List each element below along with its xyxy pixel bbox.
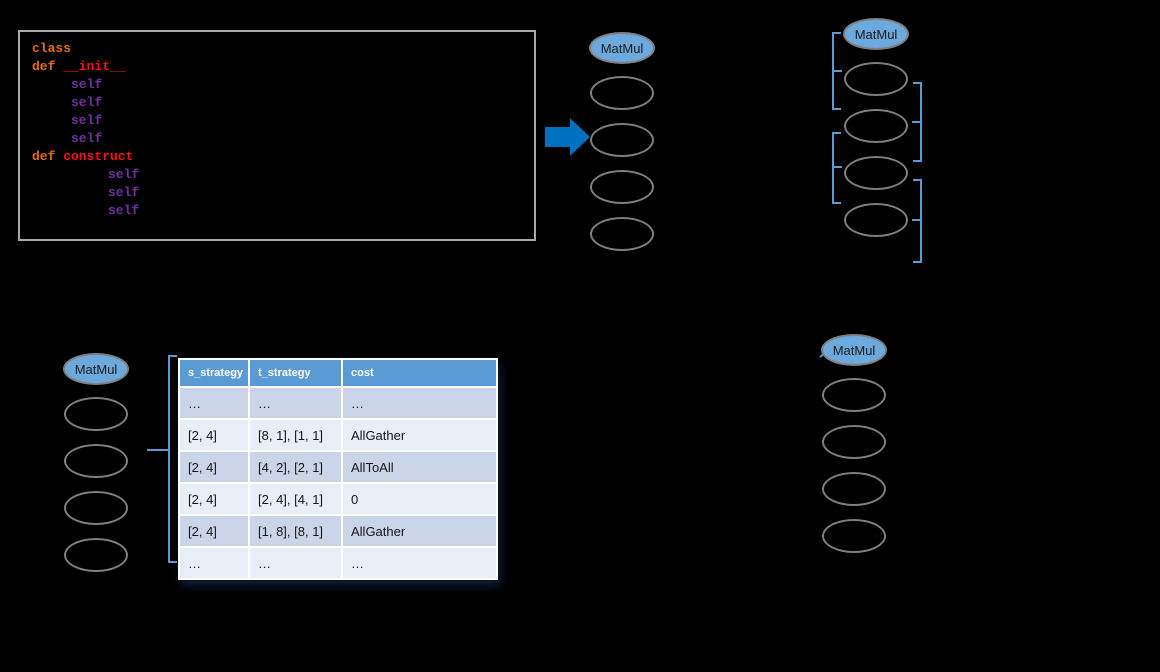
matmul-node: MatMul [63,353,129,385]
code-line: self [32,76,534,94]
table-cell: … [248,386,343,420]
matmul-label: MatMul [832,342,876,358]
self-token: self [71,131,103,146]
table-cell: [2, 4] [178,514,250,548]
op-ellipse [590,170,654,204]
code-line: self [32,202,534,220]
op-ellipse [844,203,908,237]
table-row: … … … [178,386,498,420]
bracket-left-icon [832,132,842,204]
self-token: self [108,203,140,218]
table-row: [2, 4] [4, 2], [2, 1] AllToAll [178,450,498,484]
table-row: [2, 4] [1, 8], [8, 1] AllGather [178,514,498,548]
table-cell: [2, 4], [4, 1] [248,482,343,516]
matmul-node: MatMul [843,18,909,50]
code-line: def construct [32,148,534,166]
code-line: self [32,184,534,202]
block-arrow-right-icon [545,118,590,156]
op-ellipse [822,378,886,412]
bracket-left-icon [832,32,842,110]
table-bracket-icon [147,355,177,563]
matmul-node: MatMul [589,32,655,64]
node-column-bottom-right: MatMul [821,334,887,554]
op-ellipse [844,62,908,96]
table-cell: [2, 4] [178,418,250,452]
code-line: self [32,166,534,184]
self-token: self [71,77,103,92]
table-cell: AllGather [341,418,498,452]
construct-method-name: construct [63,149,134,164]
self-token: self [71,95,103,110]
op-ellipse [64,397,128,431]
table-cell: 0 [341,482,498,516]
op-ellipse [590,76,654,110]
table-cell: … [178,386,250,420]
self-token: self [108,185,140,200]
bracket-right-icon [912,82,922,162]
op-ellipse [64,444,128,478]
op-ellipse [64,538,128,572]
code-line: self [32,94,534,112]
strategy-table: s_strategy t_strategy cost … … … [2, 4] … [178,358,498,580]
op-ellipse [822,425,886,459]
table-header-cell: t_strategy [248,358,343,388]
node-column-top-middle: MatMul [589,32,655,252]
class-keyword: class [32,41,72,56]
op-ellipse [844,156,908,190]
table-header-row: s_strategy t_strategy cost [178,358,498,388]
table-header-cell: cost [341,358,498,388]
bracket-right-icon [912,179,922,263]
self-token: self [108,167,140,182]
table-cell: [1, 8], [8, 1] [248,514,343,548]
code-line: self [32,112,534,130]
code-line: self [32,130,534,148]
op-ellipse [844,109,908,143]
def-keyword: def [32,59,56,74]
table-row: … … … [178,546,498,580]
table-cell: [4, 2], [2, 1] [248,450,343,484]
op-ellipse [822,472,886,506]
table-cell: AllToAll [341,450,498,484]
op-ellipse [590,217,654,251]
code-line: class [32,40,534,58]
table-cell: … [341,546,498,580]
code-line: def __init__ [32,58,534,76]
op-ellipse [64,491,128,525]
node-column-top-right: MatMul [843,18,909,238]
op-ellipse [590,123,654,157]
table-cell: … [248,546,343,580]
op-ellipse [822,519,886,553]
table-cell: AllGather [341,514,498,548]
matmul-node: MatMul [821,334,887,366]
code-panel: class def __init__ self self self self de… [18,30,536,241]
table-cell: [2, 4] [178,450,250,484]
self-token: self [71,113,103,128]
table-cell: [8, 1], [1, 1] [248,418,343,452]
table-cell: … [178,546,250,580]
table-row: [2, 4] [8, 1], [1, 1] AllGather [178,418,498,452]
table-header-cell: s_strategy [178,358,250,388]
matmul-label: MatMul [600,40,644,56]
matmul-label: MatMul [854,26,898,42]
node-column-bottom-left: MatMul [63,353,129,573]
table-row: [2, 4] [2, 4], [4, 1] 0 [178,482,498,516]
init-method-name: __init__ [63,59,126,74]
table-cell: … [341,386,498,420]
matmul-label: MatMul [74,361,118,377]
table-cell: [2, 4] [178,482,250,516]
def-keyword: def [32,149,56,164]
